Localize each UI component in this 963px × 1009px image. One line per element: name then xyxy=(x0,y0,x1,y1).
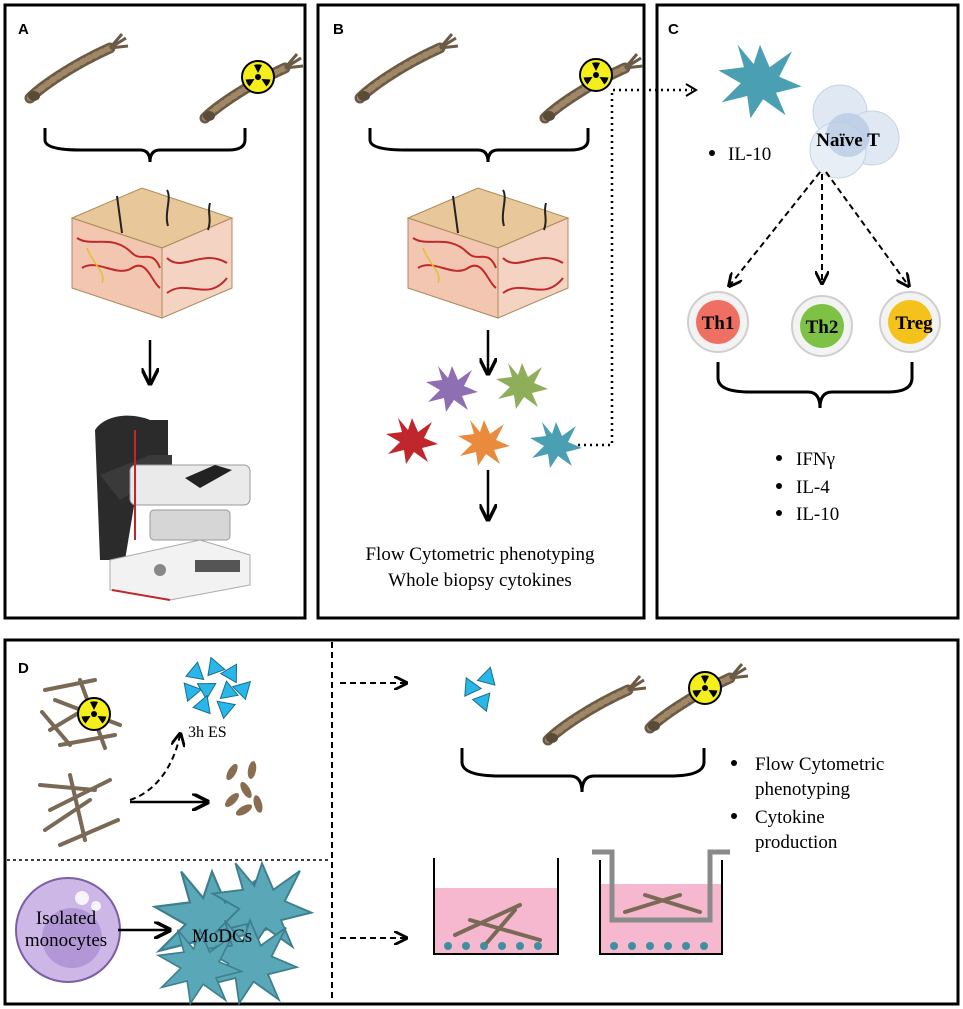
panel-d-letter: D xyxy=(18,660,29,677)
dendritic-cell-red-icon xyxy=(386,418,438,464)
panel-b-radiation-icon xyxy=(579,58,613,92)
readout-bullet-1 xyxy=(731,760,737,766)
th1-label: Th1 xyxy=(702,313,735,334)
readout-2-line2: production xyxy=(755,832,838,853)
stimuli-es-triangles-icon xyxy=(457,664,500,712)
panel-d-radiation-icon xyxy=(77,697,111,731)
monocyte-label-line2: monocytes xyxy=(25,930,107,951)
panel-b-skin-icon xyxy=(407,187,569,319)
panel-c-bullet-dc xyxy=(709,150,715,156)
dotted-connector-b-to-c xyxy=(578,88,692,447)
panel-b-bracket xyxy=(368,128,590,163)
panel-d-frame xyxy=(3,638,960,1006)
panel-b-caption-line1: Flow Cytometric phenotyping xyxy=(365,544,595,565)
panel-c-bracket xyxy=(716,362,914,409)
microscope-icon xyxy=(95,415,251,601)
panel-c-dc-il10: IL-10 xyxy=(728,144,771,165)
panel-a-skin-icon xyxy=(71,187,233,319)
panel-a-bracket xyxy=(43,128,247,163)
dendritic-cell-purple-icon xyxy=(426,366,478,412)
panel-a-larva-left-icon xyxy=(28,34,128,101)
panel-b-larva-left-icon xyxy=(358,34,458,101)
readout-2-line1: Cytokine xyxy=(755,807,825,828)
panel-c-bullet-2 xyxy=(776,483,782,489)
panel-b-caption-line2: Whole biopsy cytokines xyxy=(388,570,572,591)
stimuli-radiation-icon xyxy=(688,671,722,705)
th2-cell-icon xyxy=(791,295,853,357)
panel-c-cytokine-2: IL-4 xyxy=(796,477,830,498)
naive-to-th1-arrow xyxy=(730,171,821,285)
modc-label: MoDCs xyxy=(192,926,252,947)
transwell-icon xyxy=(592,849,730,955)
panel-d-bracket xyxy=(460,748,706,793)
naive-to-treg-arrow xyxy=(825,171,908,285)
panel-c-dendritic-cell-icon xyxy=(718,44,802,119)
panel-c-letter: C xyxy=(668,21,679,38)
naive-t-cell-icon xyxy=(809,84,900,179)
es-label: 3h ES xyxy=(188,724,227,741)
panel-b-letter: B xyxy=(333,21,344,38)
larvae-to-es-arrow xyxy=(129,735,180,801)
dotted-connector-arrowhead xyxy=(685,83,698,97)
culture-well-icon xyxy=(433,858,559,955)
panel-b-frame xyxy=(316,3,646,620)
panel-a-frame xyxy=(3,3,307,620)
larval-fragments-icon xyxy=(225,761,263,816)
th1-cell-icon xyxy=(687,291,749,353)
panel-a-letter: A xyxy=(18,21,29,38)
dendritic-cell-green-icon xyxy=(496,363,548,409)
panel-c-bullet-1 xyxy=(776,455,782,461)
larvae-cluster-icon xyxy=(38,773,120,847)
panel-a-radiation-icon xyxy=(241,60,275,94)
panel-c-bullet-3 xyxy=(776,510,782,516)
panel-c-cytokine-3: IL-10 xyxy=(796,504,839,525)
panel-c-frame xyxy=(655,3,960,620)
naive-t-label: Naïve T xyxy=(816,130,880,151)
treg-cell-icon xyxy=(879,291,941,353)
th2-label: Th2 xyxy=(806,317,839,338)
readout-1-line2: phenotyping xyxy=(755,779,850,800)
monocyte-label-line1: Isolated xyxy=(36,908,97,929)
panel-c-cytokine-1: IFNγ xyxy=(796,449,835,470)
dendritic-cell-orange-icon xyxy=(458,420,510,466)
es-triangles-cluster-icon xyxy=(176,653,258,719)
stimuli-larva-icon xyxy=(546,676,646,743)
dendritic-cell-teal-icon xyxy=(530,422,582,468)
readout-bullet-2 xyxy=(731,813,737,819)
monocyte-icon xyxy=(15,877,121,983)
readout-1-line1: Flow Cytometric xyxy=(755,754,884,775)
treg-label: Treg xyxy=(895,313,933,334)
